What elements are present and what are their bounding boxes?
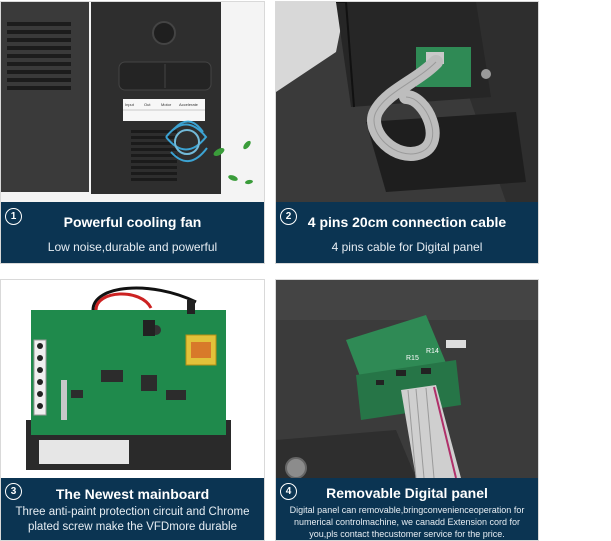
panel-subtitle-line-2: numerical controlmachine, we canadd Exte… [293, 517, 521, 527]
mainboard-photo [1, 280, 264, 478]
svg-text:Motor: Motor [161, 102, 172, 107]
step-number-badge: 3 [5, 483, 22, 500]
ribbon-cable [401, 385, 461, 478]
connection-cable-photo [276, 2, 538, 202]
panel-subtitle-line-3: you,pls contact thecustomer service for … [309, 529, 505, 539]
step-number-badge: 1 [5, 208, 22, 225]
panel-digital-panel: R15 R14 4 Removable Digital panel Digita… [275, 279, 539, 541]
panel-subtitle: Low noise,durable and powerful [47, 240, 218, 254]
cooling-fan-photo: Input Out Motor Accelerate [1, 2, 264, 202]
pcb-label-r14: R14 [426, 348, 439, 355]
panel-connection-cable: 2 4 pins 20cm connection cable 4 pins ca… [275, 1, 539, 264]
panel-subtitle-line-2: plated screw make the VFDmore durable [27, 521, 237, 533]
caption-digital-panel: 4 Removable Digital panel Digital panel … [276, 478, 538, 540]
caption-cooling-fan: 1 Powerful cooling fan Low noise,durable… [1, 202, 264, 263]
pcb-label-r15: R15 [406, 355, 419, 362]
caption-mainboard: 3 The Newest mainboard Three anti-paint … [1, 478, 264, 540]
caption-connection-cable: 2 4 pins 20cm connection cable 4 pins ca… [276, 202, 538, 263]
panel-subtitle-line-1: Digital panel can removable,bringconveni… [289, 505, 525, 515]
panel-mainboard: 3 The Newest mainboard Three anti-paint … [0, 279, 265, 541]
panel-title: The Newest mainboard [55, 486, 210, 502]
svg-text:Out: Out [144, 102, 151, 107]
leaf-icons [213, 140, 253, 185]
panel-subtitle-line-1: Three anti-paint protection circuit and … [15, 506, 250, 518]
airflow-icon [165, 120, 208, 162]
spec-label: Input Out Motor Accelerate [125, 102, 199, 107]
panel-cooling-fan: Input Out Motor Accelerate [0, 1, 265, 264]
panel-title: 4 pins 20cm connection cable [307, 214, 507, 230]
step-number-badge: 2 [280, 208, 297, 225]
panel-title: Removable Digital panel [326, 485, 488, 501]
svg-text:Input: Input [125, 102, 135, 107]
digital-panel-photo: R15 R14 [276, 280, 538, 478]
svg-text:Accelerate: Accelerate [179, 102, 199, 107]
panel-subtitle: 4 pins cable for Digital panel [331, 240, 483, 254]
step-number-badge: 4 [280, 483, 297, 500]
panel-title: Powerful cooling fan [63, 214, 202, 230]
